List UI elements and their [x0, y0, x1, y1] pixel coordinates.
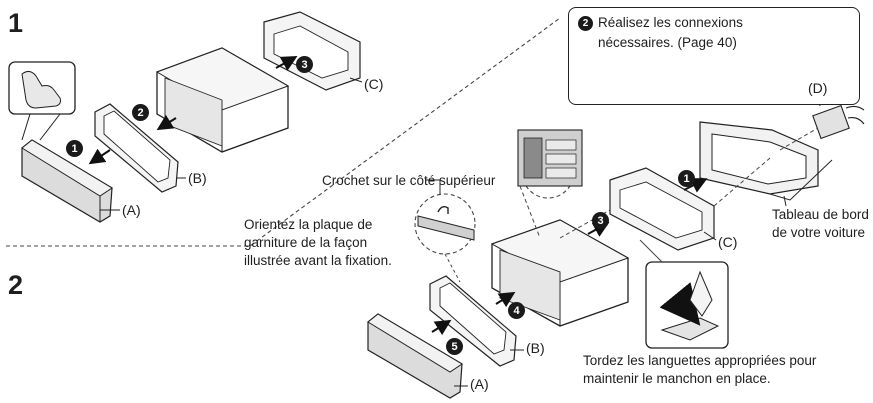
callout-line-1: 2 Réalisez les connexions: [578, 14, 743, 31]
step1-badge-2: 2: [132, 104, 149, 121]
arrow-1-step2: [683, 178, 708, 193]
label-c-step1: (C): [364, 76, 384, 92]
hook-detail-lens: [414, 179, 476, 283]
label-b-step2: (B): [526, 340, 545, 356]
label-b-step1: (B): [188, 170, 207, 186]
alignment-guides: [519, 127, 819, 239]
callout-step-badge: 2: [578, 16, 593, 31]
step2-badge-1: 1: [678, 170, 695, 187]
arrow-4-step2: [495, 291, 516, 308]
car-dashboard: [699, 121, 833, 201]
label-d: (D): [808, 80, 828, 96]
callout-text-1: Réalisez les connexions: [598, 15, 743, 30]
sleeve-c-step2: [609, 167, 715, 251]
connections-callout: [568, 7, 860, 105]
trim-plate-b-step1: [94, 103, 179, 193]
faceplate-a-step1: [21, 139, 113, 223]
arrow-2-step1: [156, 114, 177, 131]
faceplate-a-step2: [367, 313, 463, 399]
unit-body-step2: [490, 219, 630, 327]
step-2-number: 2: [8, 270, 24, 300]
dashboard-caption-1: Tableau de bord: [772, 207, 869, 222]
sleeve-c-step1: [263, 11, 361, 91]
hook-caption: Crochet sur le côté supérieur: [322, 173, 496, 188]
step-1-number: 1: [8, 8, 24, 38]
arrow-3-step1: [275, 56, 298, 71]
orient-caption-1: Orientez la plaque de: [244, 217, 373, 232]
step1-badge-3: 3: [296, 56, 313, 73]
arrow-1-step1: [88, 148, 111, 165]
orient-caption-2: garniture de la façon: [244, 235, 368, 250]
bend-caption-1: Tordez les languettes appropriées pour: [583, 353, 817, 368]
label-a-step1: (A): [122, 202, 141, 218]
trim-plate-b-step2: [429, 275, 517, 367]
step2-badge-4: 4: [508, 302, 525, 319]
label-c-step2: (C): [718, 234, 738, 250]
connector-detail-inset: [517, 129, 583, 199]
arrow-5-step2: [431, 319, 452, 336]
orient-caption-3: illustrée avant la fixation.: [244, 253, 392, 268]
unit-body-step1: [155, 47, 290, 153]
dashboard-caption-2: de votre voiture: [772, 225, 866, 240]
hand-press-icon: [8, 61, 76, 141]
step1-badge-1: 1: [66, 140, 83, 157]
section-divider: [6, 17, 561, 247]
bend-tab-inset: [639, 239, 729, 349]
step2-badge-3: 3: [592, 212, 609, 229]
step2-badge-5: 5: [446, 338, 463, 355]
callout-line-2: nécessaires. (Page 40): [598, 35, 737, 50]
bend-caption-2: maintenir le manchon en place.: [583, 371, 771, 386]
label-a-step2: (A): [470, 376, 489, 392]
